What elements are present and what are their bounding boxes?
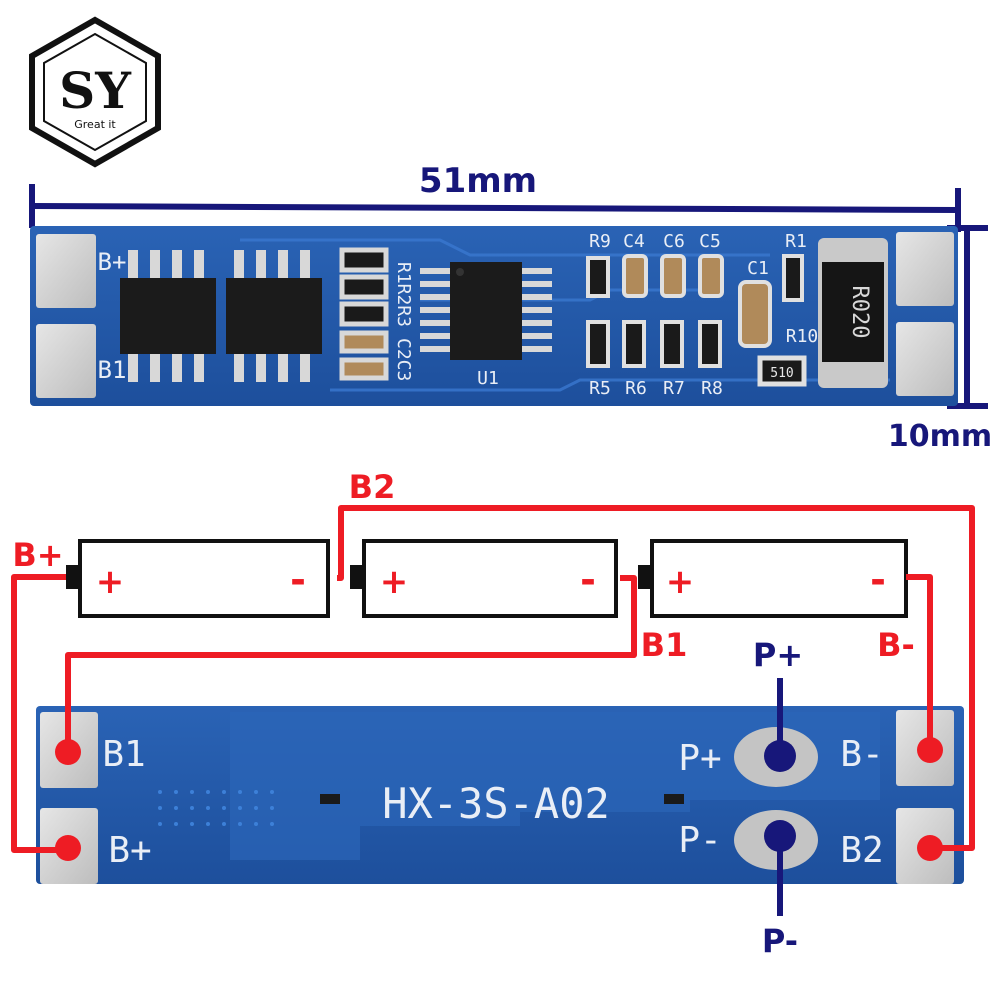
battery-cell-2: + -	[350, 539, 618, 618]
dot-b2	[917, 835, 943, 861]
wire-label-b-plus: B+	[12, 536, 63, 574]
length-label: 51mm	[419, 161, 537, 201]
length-line	[31, 203, 959, 213]
silk-p-plus: P+	[678, 738, 721, 779]
silk-r1: R1	[785, 231, 807, 252]
length-dimension: 51mm	[29, 161, 961, 232]
dot-b-plus	[55, 835, 81, 861]
silk-u1: U1	[477, 368, 499, 389]
wiring-harness	[11, 505, 975, 853]
cell-3-plus: +	[666, 562, 695, 602]
battery-cell-1: + -	[66, 539, 330, 618]
width-dimension: 10mm	[888, 225, 992, 454]
wire-label-b2: B2	[349, 468, 396, 506]
cell-3-body	[650, 539, 908, 618]
mosfet-chip-1	[120, 250, 216, 382]
cell-3-minus: -	[870, 558, 886, 602]
resistor-510-text: 510	[770, 366, 793, 381]
silk-r5: R5	[589, 378, 611, 399]
wire-b-plus	[11, 574, 68, 853]
silk-b1: B1	[102, 734, 145, 775]
output-p-plus: P+	[753, 636, 803, 772]
cell-1-plus: +	[96, 562, 125, 602]
resistor-column	[339, 247, 389, 381]
silk-r6: R6	[625, 378, 647, 399]
width-label: 10mm	[888, 419, 992, 454]
cell-2-plus: +	[380, 562, 409, 602]
pad-top-b-plus	[36, 234, 96, 308]
cell-2-nub	[350, 565, 364, 589]
silk-c1: C1	[747, 258, 769, 279]
brand-logo: SY Great it	[29, 16, 161, 168]
cell-1-nub	[66, 565, 80, 589]
silk-b2: B2	[840, 830, 883, 871]
silk-p-minus: P-	[678, 820, 721, 861]
shunt-resistor: R020	[818, 238, 888, 388]
silk-c6: C6	[663, 231, 685, 252]
pcb-bottom-view: B1 B+ B- B2 HX-3S-A02 P+ P-	[36, 706, 964, 884]
silk-c5: C5	[699, 231, 721, 252]
silk-tick-right	[664, 794, 684, 804]
logo-text: SY	[59, 61, 132, 120]
wire-b-minus	[906, 574, 933, 750]
pad-label-top-b-plus: B+	[98, 248, 127, 276]
battery-cell-3: + -	[638, 539, 908, 618]
silk-model-number: HX-3S-A02	[382, 779, 610, 828]
ic-u1	[420, 262, 552, 360]
silk-r9: R9	[589, 231, 611, 252]
dot-b1	[55, 739, 81, 765]
dot-b-minus	[917, 737, 943, 763]
pad-label-top-b1: B1	[98, 356, 127, 384]
cell-1-minus: -	[290, 558, 306, 602]
wire-label-b-minus: B-	[877, 626, 915, 664]
wire-label-b1: B1	[641, 626, 688, 664]
silk-side-lower: C2C3	[393, 338, 414, 381]
mosfet-chip-2	[226, 250, 322, 382]
silk-r7: R7	[663, 378, 685, 399]
logo-hexagon	[29, 16, 161, 168]
silk-c4: C4	[623, 231, 645, 252]
cell-3-nub	[638, 565, 652, 589]
resistor-510: 510	[757, 355, 807, 387]
wire-b2	[337, 505, 975, 851]
cell-2-minus: -	[580, 558, 596, 602]
silk-r8: R8	[701, 378, 723, 399]
pad-top-right-1	[896, 232, 954, 306]
logo-tagline: Great it	[74, 118, 116, 131]
silk-b-plus: B+	[108, 830, 151, 871]
silk-r10: R10	[786, 326, 819, 347]
silk-side-upper: R1R2R3	[393, 262, 414, 327]
output-label-p-minus: P-	[762, 922, 798, 960]
silk-b-minus: B-	[840, 734, 883, 775]
smd-parts-grid	[586, 254, 804, 368]
pad-top-right-2	[896, 322, 954, 396]
logo-inner-hexagon	[43, 32, 147, 152]
via-array	[158, 790, 274, 826]
wire-b1	[65, 575, 637, 752]
shunt-marking: R020	[847, 286, 872, 339]
silk-tick-left	[320, 794, 340, 804]
wire-terminal-dots	[55, 737, 943, 861]
p-minus-dot	[764, 820, 796, 852]
copper-pour	[230, 712, 880, 860]
pad-top-b1	[36, 324, 96, 398]
output-p-minus: P-	[762, 820, 798, 960]
p-plus-dot	[764, 740, 796, 772]
pcb-top-view: B+ B1 R1R2R3 C2C3	[30, 226, 958, 406]
output-label-p-plus: P+	[753, 636, 803, 674]
